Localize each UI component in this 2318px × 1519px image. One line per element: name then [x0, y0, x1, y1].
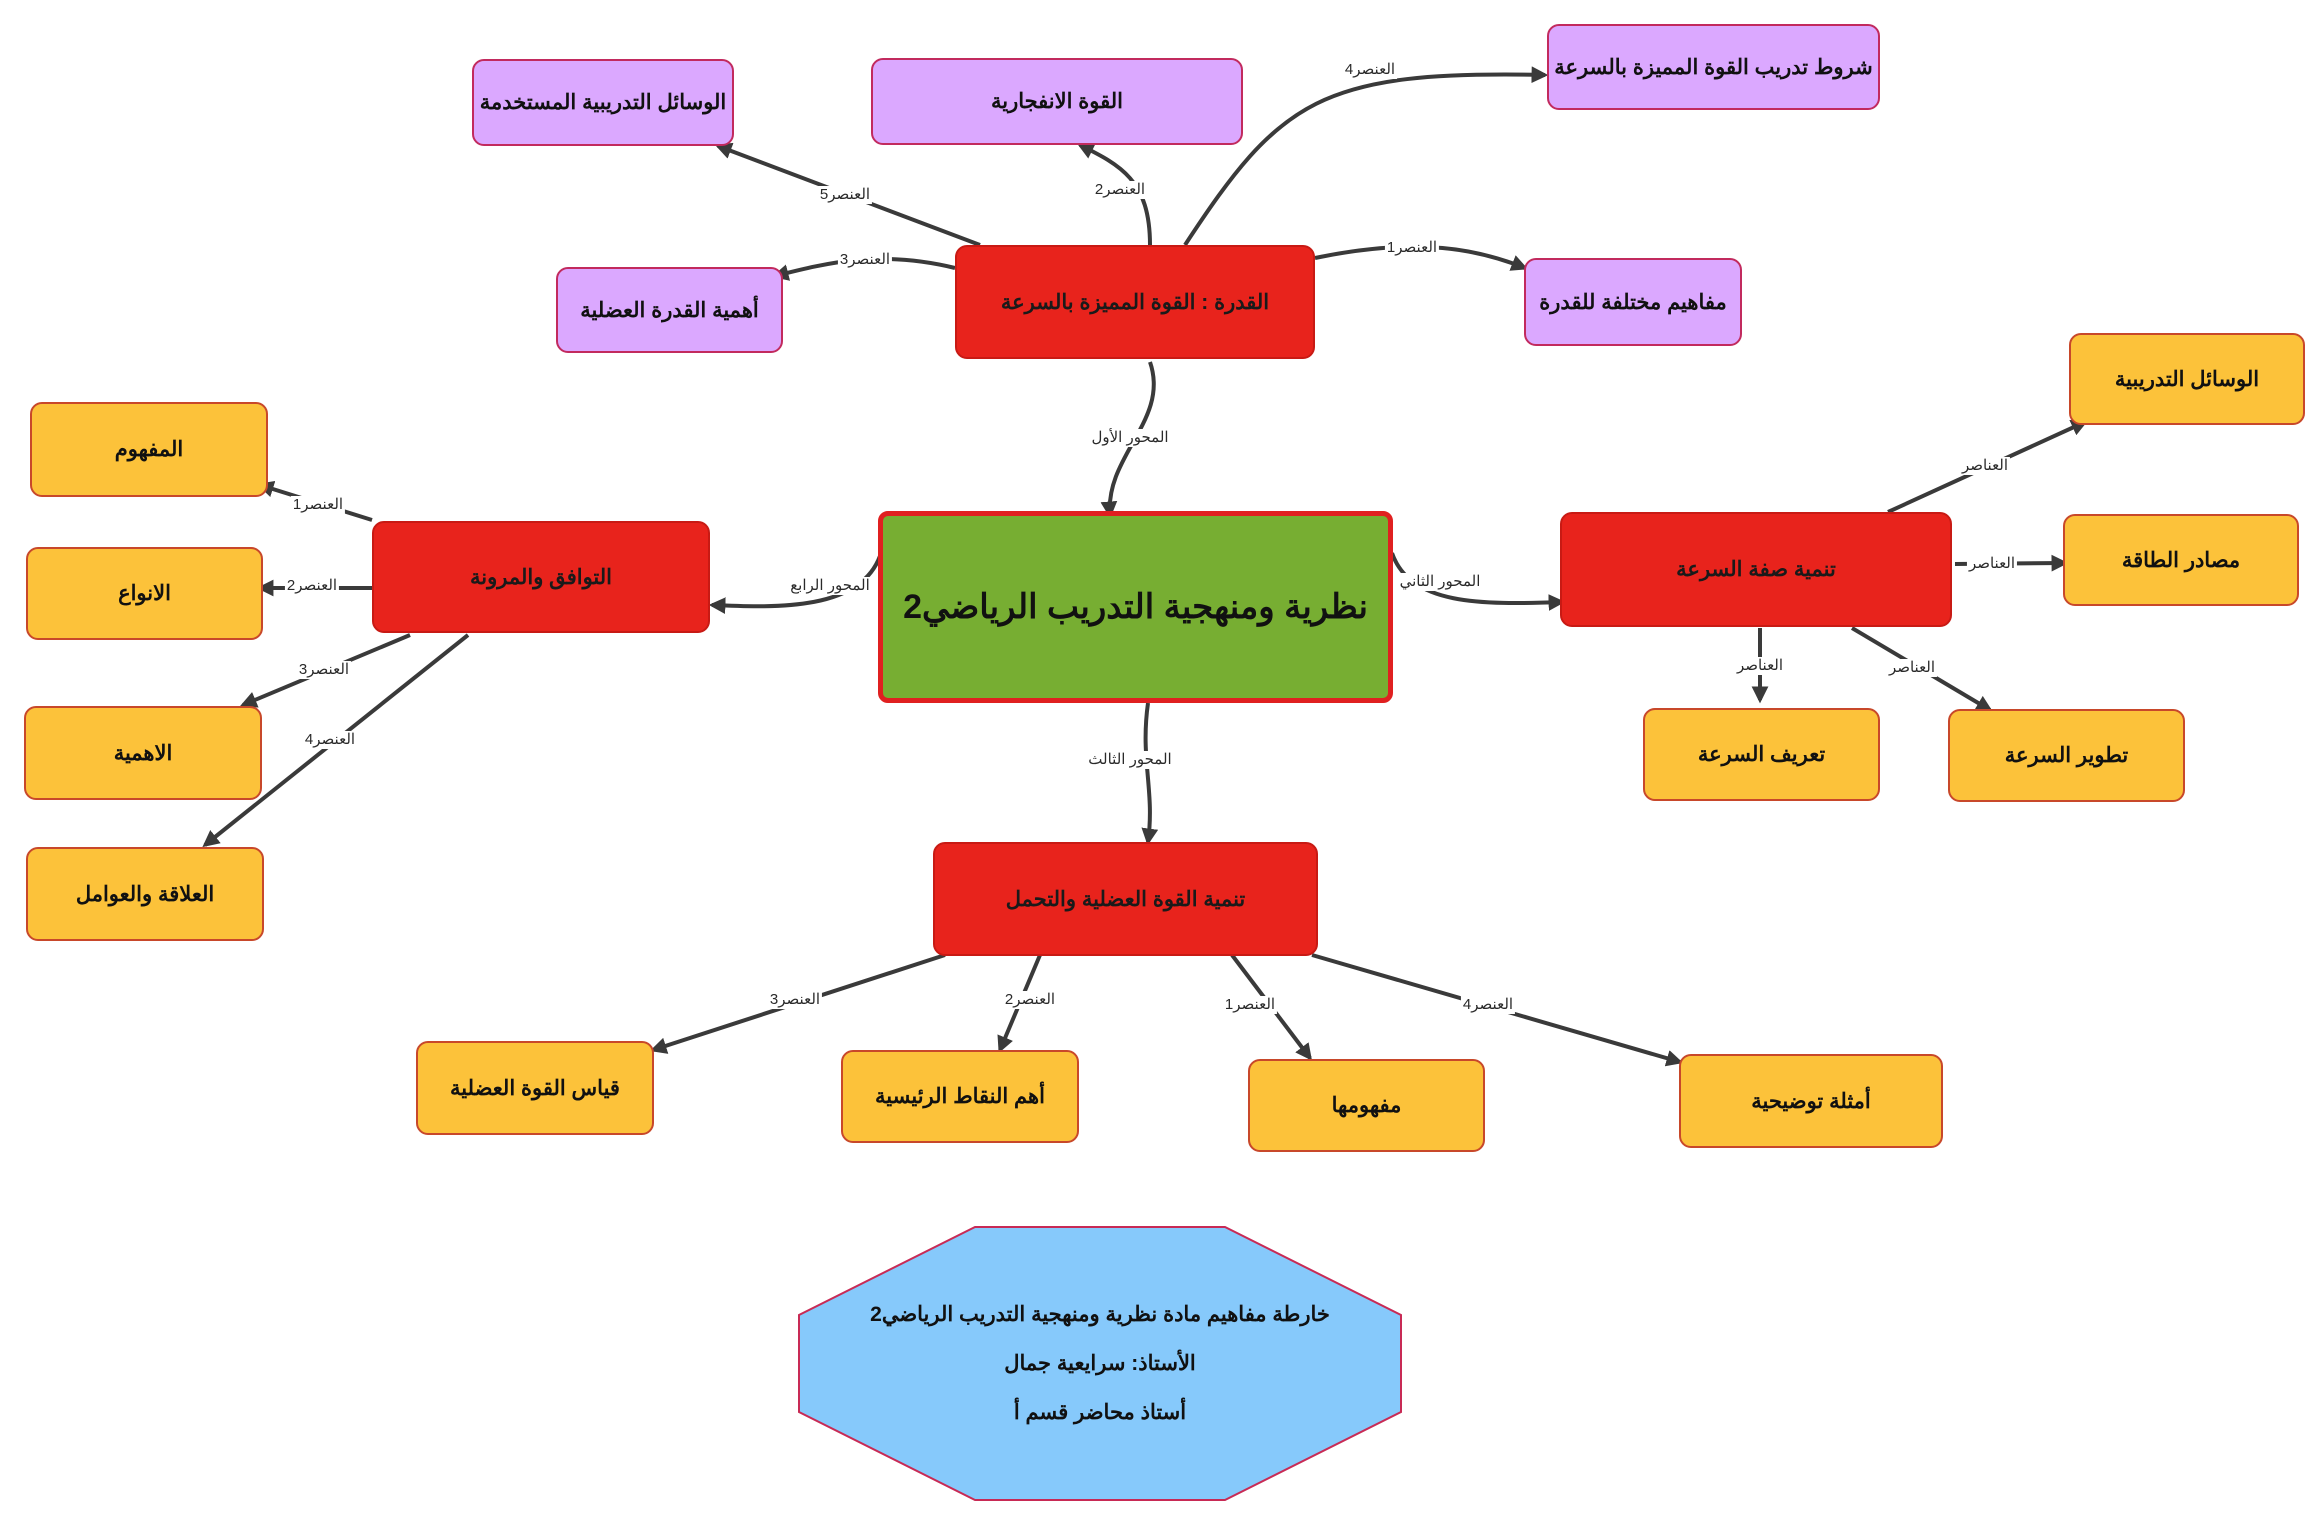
third-child-4-label: أمثلة توضيحية	[1751, 1089, 1871, 1113]
root-node[interactable]: نظرية ومنهجية التدريب الرياضي2	[878, 511, 1393, 703]
branch-node-first-label: القدرة : القوة المميزة بالسرعة	[1000, 290, 1270, 314]
edge-first-c4	[1183, 66, 1549, 247]
second-child-2-label: مصادر الطاقة	[2121, 548, 2241, 572]
first-child-2[interactable]: القوة الانفجارية	[871, 58, 1243, 145]
second-child-4[interactable]: تعريف السرعة	[1643, 708, 1880, 801]
edge-label-first-c5: العنصر5	[817, 186, 873, 204]
branch-node-fourth[interactable]: التوافق والمرونة	[372, 521, 710, 633]
edge-label-fourth-c1: العنصر1	[290, 496, 346, 514]
edge-label-third: المحور الثالث	[1086, 751, 1174, 769]
first-child-5-label: الوسائل التدريبية المستخدمة	[479, 91, 727, 114]
info-octagon-text: خارطة مفاهيم مادة نظرية ومنهجية التدريب …	[797, 1225, 1403, 1502]
first-child-1[interactable]: مفاهيم مختلفة للقدرة	[1524, 258, 1742, 346]
edge-label-second-c3: العناصر	[1886, 659, 1938, 677]
edge-first-c2	[1076, 143, 1152, 246]
edge-label-second-c1: العناصر	[1959, 457, 2011, 475]
branch-node-second-label: تنمية صفة السرعة	[1676, 558, 1836, 581]
second-child-1[interactable]: الوسائل التدريبية	[2069, 333, 2305, 425]
first-child-2-label: القوة الانفجارية	[990, 90, 1124, 113]
first-child-4[interactable]: شروط تدريب القوة المميزة بالسرعة	[1547, 24, 1880, 110]
edge-label-fourth-c3: العنصر3	[296, 661, 352, 679]
edge-label-second: المحور الثاني	[1397, 573, 1483, 591]
first-child-3-label: أهمية القدرة العضلية	[580, 298, 759, 322]
edge-label-first-c2: العنصر2	[1092, 181, 1148, 199]
fourth-child-2-label: الانواع	[118, 582, 171, 605]
second-child-4-label: تعريف السرعة	[1697, 743, 1826, 766]
third-child-1-label: مفهومها	[1331, 1094, 1402, 1117]
edge-label-third-c4: العنصر4	[1460, 996, 1516, 1014]
fourth-child-4[interactable]: العلاقة والعوامل	[26, 847, 264, 941]
first-child-5[interactable]: الوسائل التدريبية المستخدمة	[472, 59, 734, 146]
edge-label-first-c4: العنصر4	[1342, 61, 1398, 79]
edge-label-first: المحور الأول	[1089, 429, 1171, 447]
edge-label-third-c3: العنصر3	[767, 991, 823, 1009]
edge-label-first-c3: العنصر3	[837, 251, 893, 269]
branch-node-third-label: تنمية القوة العضلية والتحمل	[1005, 887, 1246, 911]
fourth-child-2[interactable]: الانواع	[26, 547, 263, 640]
first-child-1-label: مفاهيم مختلفة للقدرة	[1539, 290, 1727, 314]
edge-root-fourth	[708, 555, 882, 614]
edge-root-second	[1390, 552, 1566, 611]
third-child-2[interactable]: أهم النقاط الرئيسية	[841, 1050, 1079, 1143]
edge-root-third	[1141, 702, 1159, 846]
first-child-3[interactable]: أهمية القدرة العضلية	[556, 267, 783, 353]
info-teacher: الأستاذ: سرايعية جمال	[1004, 1352, 1196, 1375]
fourth-child-3[interactable]: الاهمية	[24, 706, 262, 800]
second-child-1-label: الوسائل التدريبية	[2114, 367, 2260, 391]
info-octagon-shape	[798, 1226, 1402, 1501]
second-child-2[interactable]: مصادر الطاقة	[2063, 514, 2299, 606]
info-title: خارطة مفاهيم مادة نظرية ومنهجية التدريب …	[870, 1303, 1330, 1326]
third-child-1[interactable]: مفهومها	[1248, 1059, 1485, 1152]
branch-node-first[interactable]: القدرة : القوة المميزة بالسرعة	[955, 245, 1315, 359]
fourth-child-1[interactable]: المفهوم	[30, 402, 268, 497]
branch-node-fourth-label: التوافق والمرونة	[470, 565, 612, 589]
third-child-3[interactable]: قياس القوة العضلية	[416, 1041, 654, 1135]
edge-label-fourth: المحور الرابع	[788, 577, 872, 595]
edge-first-c1	[1314, 244, 1529, 271]
third-child-2-label: أهم النقاط الرئيسية	[875, 1085, 1045, 1108]
edge-label-third-c1: العنصر1	[1222, 996, 1278, 1014]
third-child-3-label: قياس القوة العضلية	[450, 1076, 620, 1100]
edge-label-second-c4: العناصر	[1734, 657, 1786, 675]
info-octagon: خارطة مفاهيم مادة نظرية ومنهجية التدريب …	[797, 1225, 1403, 1502]
branch-node-second[interactable]: تنمية صفة السرعة	[1560, 512, 1952, 627]
edge-label-fourth-c4: العنصر4	[302, 731, 358, 749]
third-child-4[interactable]: أمثلة توضيحية	[1679, 1054, 1943, 1148]
fourth-child-1-label: المفهوم	[114, 438, 184, 461]
edge-label-third-c2: العنصر2	[1002, 991, 1058, 1009]
info-rank: أستاذ محاضر قسم أ	[1013, 1401, 1187, 1424]
fourth-child-3-label: الاهمية	[113, 741, 173, 765]
root-node-label: نظرية ومنهجية التدريب الرياضي2	[903, 588, 1368, 626]
edge-label-second-c2: العناصر	[1966, 555, 2018, 573]
edge-label-fourth-c2: العنصر2	[284, 577, 340, 595]
second-child-3-label: تطوير السرعة	[2004, 744, 2129, 767]
second-child-3[interactable]: تطوير السرعة	[1948, 709, 2185, 802]
edge-label-first-c1: العنصر1	[1384, 239, 1440, 257]
fourth-child-4-label: العلاقة والعوامل	[75, 882, 215, 906]
branch-node-third[interactable]: تنمية القوة العضلية والتحمل	[933, 842, 1318, 956]
first-child-4-label: شروط تدريب القوة المميزة بالسرعة	[1554, 55, 1873, 79]
